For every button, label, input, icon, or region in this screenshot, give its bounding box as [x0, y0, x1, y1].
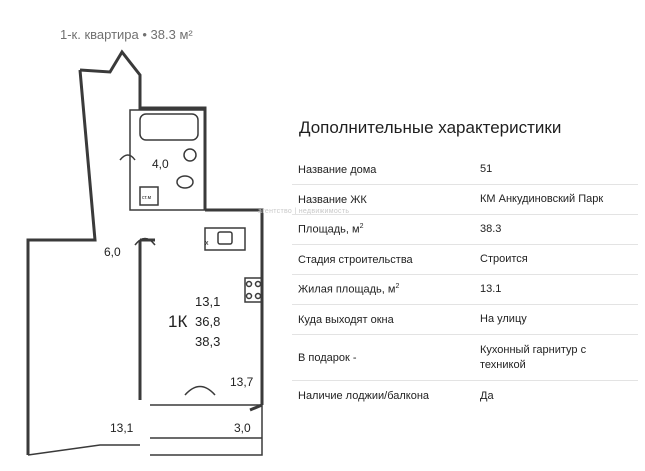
specs-table: Название дома 51 Название ЖК КМ Анкудино…: [292, 155, 638, 411]
spec-row-stage: Стадия строительства Строится: [292, 245, 638, 275]
spec-value: 38.3: [480, 223, 502, 235]
spec-label: Название ЖК: [298, 193, 367, 206]
spec-row-balcony: Наличие лоджии/балкона Да: [292, 381, 638, 411]
spec-row-area: Площадь, м2 38.3: [292, 215, 638, 245]
spec-row-house-name: Название дома 51: [292, 155, 638, 185]
total-area-value-1: 36,8: [195, 314, 220, 329]
specs-title: Дополнительные характеристики: [299, 118, 562, 137]
spec-value: Да: [480, 389, 494, 402]
bathroom-area-label: 4,0: [152, 157, 169, 171]
spec-label: Площадь, м2: [298, 223, 364, 236]
spec-value: 51: [480, 163, 493, 175]
spec-value: Строится: [480, 253, 528, 265]
room-type-label: 1К: [168, 312, 187, 331]
spec-row-gift: В подарок - Кухонный гарнитур с техникой: [292, 335, 638, 381]
listing-subtitle: 1-к. квартира • 38.3 м²: [60, 27, 193, 42]
spec-value: КМ Анкудиновский Парк: [480, 193, 604, 205]
spec-label: Наличие лоджии/балкона: [298, 390, 430, 402]
spec-value: 13.1: [480, 283, 502, 295]
total-area-value-2: 38,3: [195, 334, 220, 349]
room-area-label: 13,1: [110, 421, 134, 435]
corridor-area-label: 6,0: [104, 245, 121, 259]
spec-label: Название дома: [298, 163, 377, 176]
spec-label: В подарок -: [298, 351, 357, 364]
balcony-area-label: 3,0: [234, 421, 251, 435]
spec-row-living-area: Жилая площадь, м2 13.1: [292, 275, 638, 305]
spec-label: Куда выходят окна: [298, 313, 394, 326]
kitchen-area-label: 13,7: [230, 375, 254, 389]
spec-label: Жилая площадь, м2: [298, 283, 400, 296]
spec-label: Стадия строительства: [298, 253, 413, 266]
floor-plan: 4,0 ст.м х 6,0 13,1 1К 36,8 38,3 13,7 13…: [26, 49, 264, 456]
spec-row-windows: Куда выходят окна На улицу: [292, 305, 638, 335]
living-area-value: 13,1: [195, 294, 220, 309]
plan-walls: [26, 49, 264, 455]
watermark: агентство | недвижимость: [258, 208, 350, 215]
spec-value: Кухонный гарнитур с техникой: [480, 343, 587, 371]
washer-label: ст.м: [142, 195, 152, 201]
stove-label: х: [205, 240, 209, 247]
spec-row-complex-name: Название ЖК КМ Анкудиновский Парк: [292, 185, 638, 215]
spec-value: На улицу: [480, 313, 527, 325]
